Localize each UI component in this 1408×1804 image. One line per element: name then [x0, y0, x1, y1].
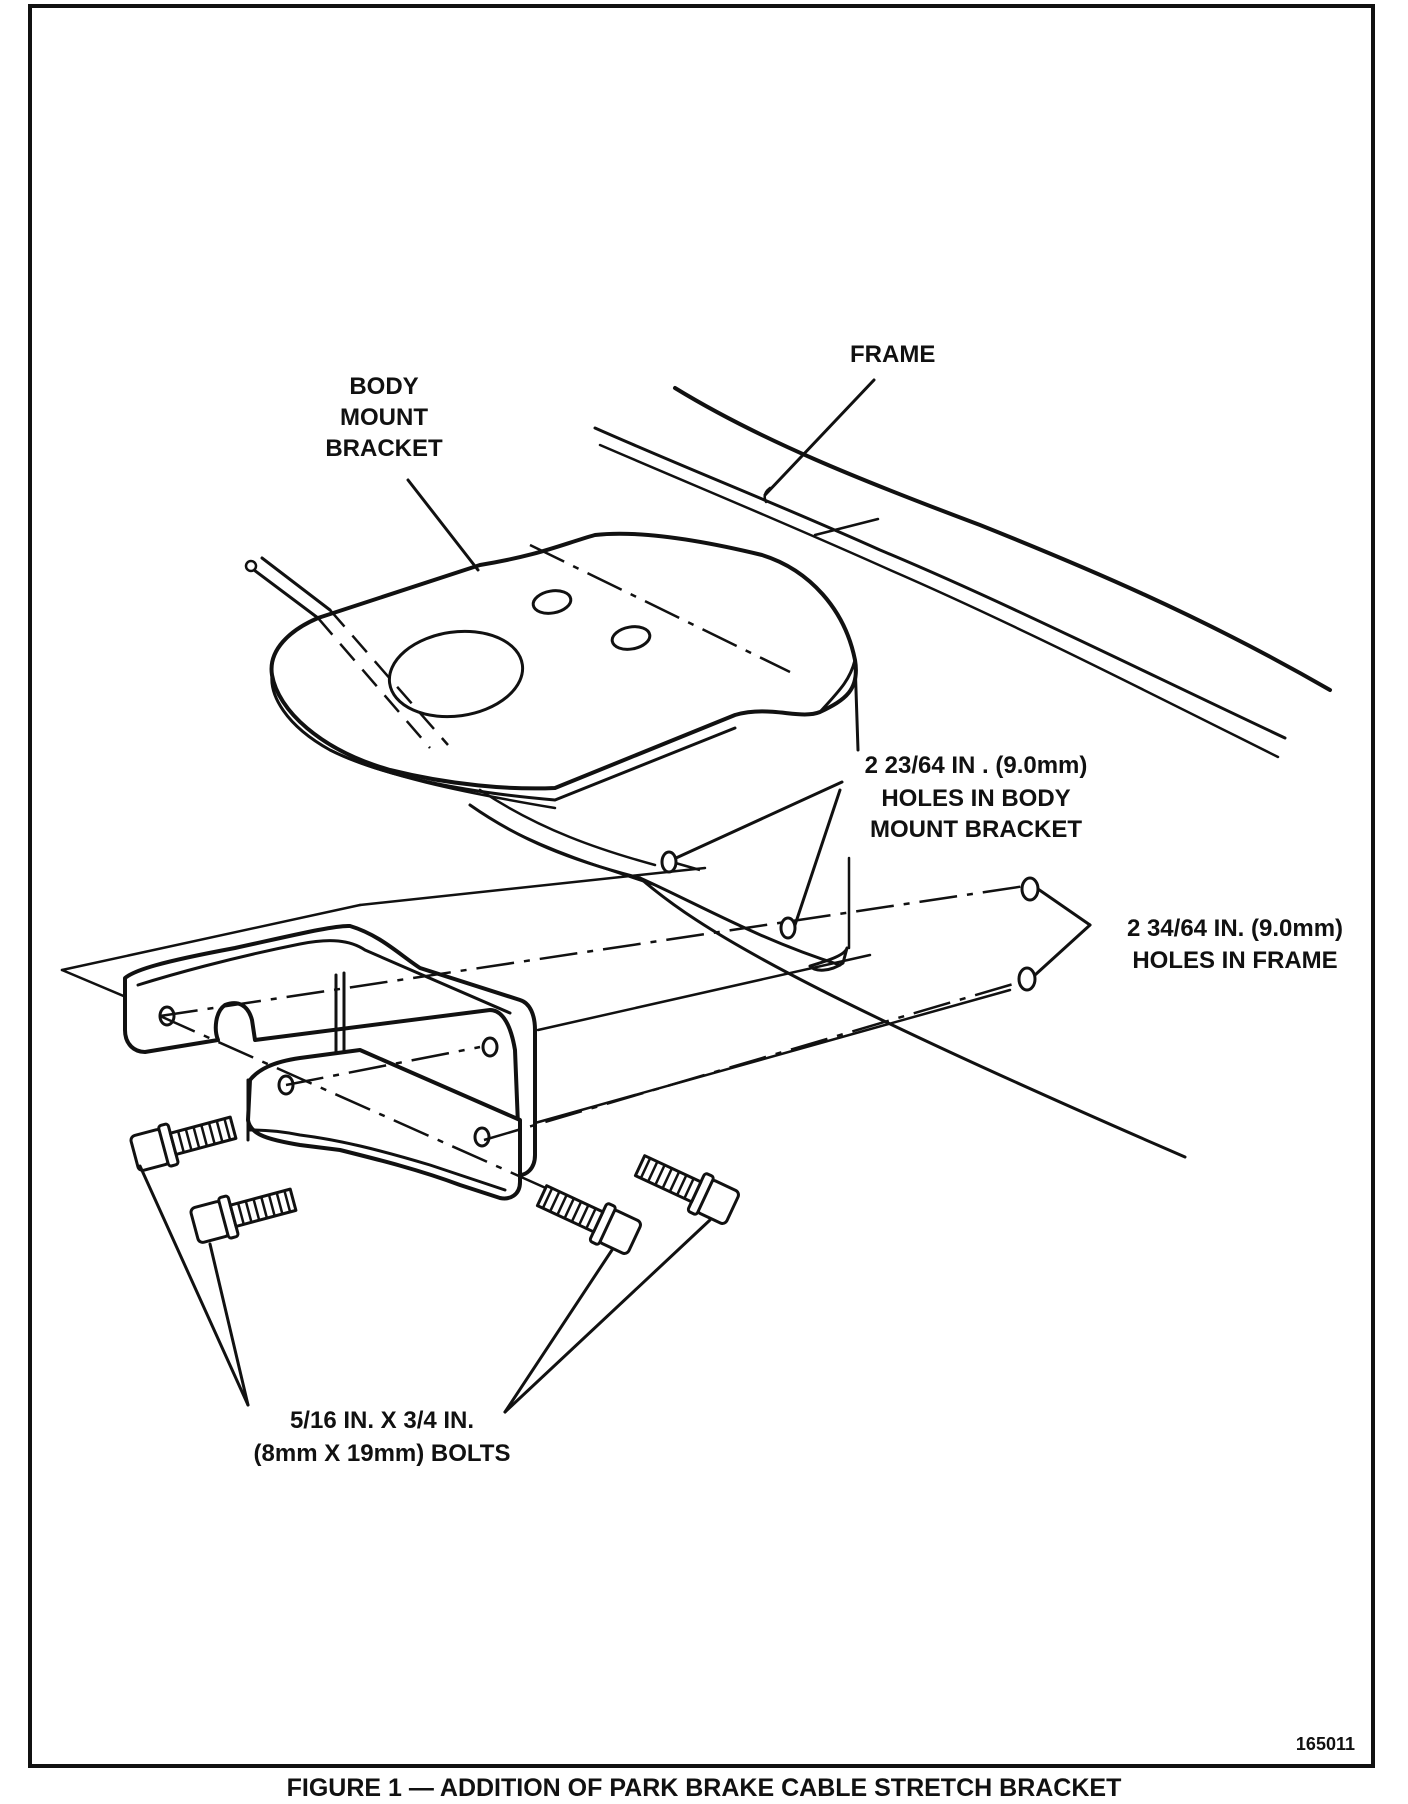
frame-holes	[1017, 876, 1040, 992]
label-bolts-line2: (8mm X 19mm) BOLTS	[254, 1440, 511, 1467]
label-frame: FRAME	[850, 341, 935, 368]
label-holes-body-mount: 2 23/64 IN . (9.0mm) HOLES IN BODY MOUNT…	[865, 752, 1088, 843]
body-mount-bracket	[244, 531, 1187, 1159]
leader-lines	[138, 378, 1092, 1414]
figure-border	[28, 4, 1375, 1768]
label-holes-body-mount-line1: 2 23/64 IN . (9.0mm)	[865, 752, 1088, 779]
label-bolts: 5/16 IN. X 3/4 IN. (8mm X 19mm) BOLTS	[254, 1407, 511, 1467]
frame-rail	[593, 386, 1332, 759]
label-body-mount-bracket-line3: BRACKET	[325, 435, 443, 462]
label-holes-body-mount-line2: HOLES IN BODY	[881, 785, 1070, 812]
bolt-1	[129, 1115, 238, 1172]
bolt-4	[633, 1154, 740, 1225]
bolt-2	[189, 1187, 298, 1244]
label-holes-frame-line2: HOLES IN FRAME	[1132, 947, 1337, 974]
label-holes-frame-line1: 2 34/64 IN. (9.0mm)	[1127, 915, 1343, 942]
body-mount-holes	[660, 850, 797, 940]
figure-number: 165011	[1296, 1734, 1355, 1754]
label-holes-body-mount-line3: MOUNT BRACKET	[870, 816, 1082, 843]
bolts	[129, 1115, 740, 1255]
label-bolts-line1: 5/16 IN. X 3/4 IN.	[290, 1407, 474, 1434]
label-body-mount-bracket-line1: BODY	[349, 373, 418, 400]
label-body-mount-bracket-line2: MOUNT	[340, 404, 428, 431]
bolt-3	[535, 1184, 642, 1255]
stretch-bracket	[60, 858, 1026, 1232]
label-holes-frame: 2 34/64 IN. (9.0mm) HOLES IN FRAME	[1127, 915, 1343, 974]
label-body-mount-bracket: BODY MOUNT BRACKET	[325, 373, 443, 462]
figure-caption: FIGURE 1 — ADDITION OF PARK BRAKE CABLE …	[287, 1774, 1122, 1802]
